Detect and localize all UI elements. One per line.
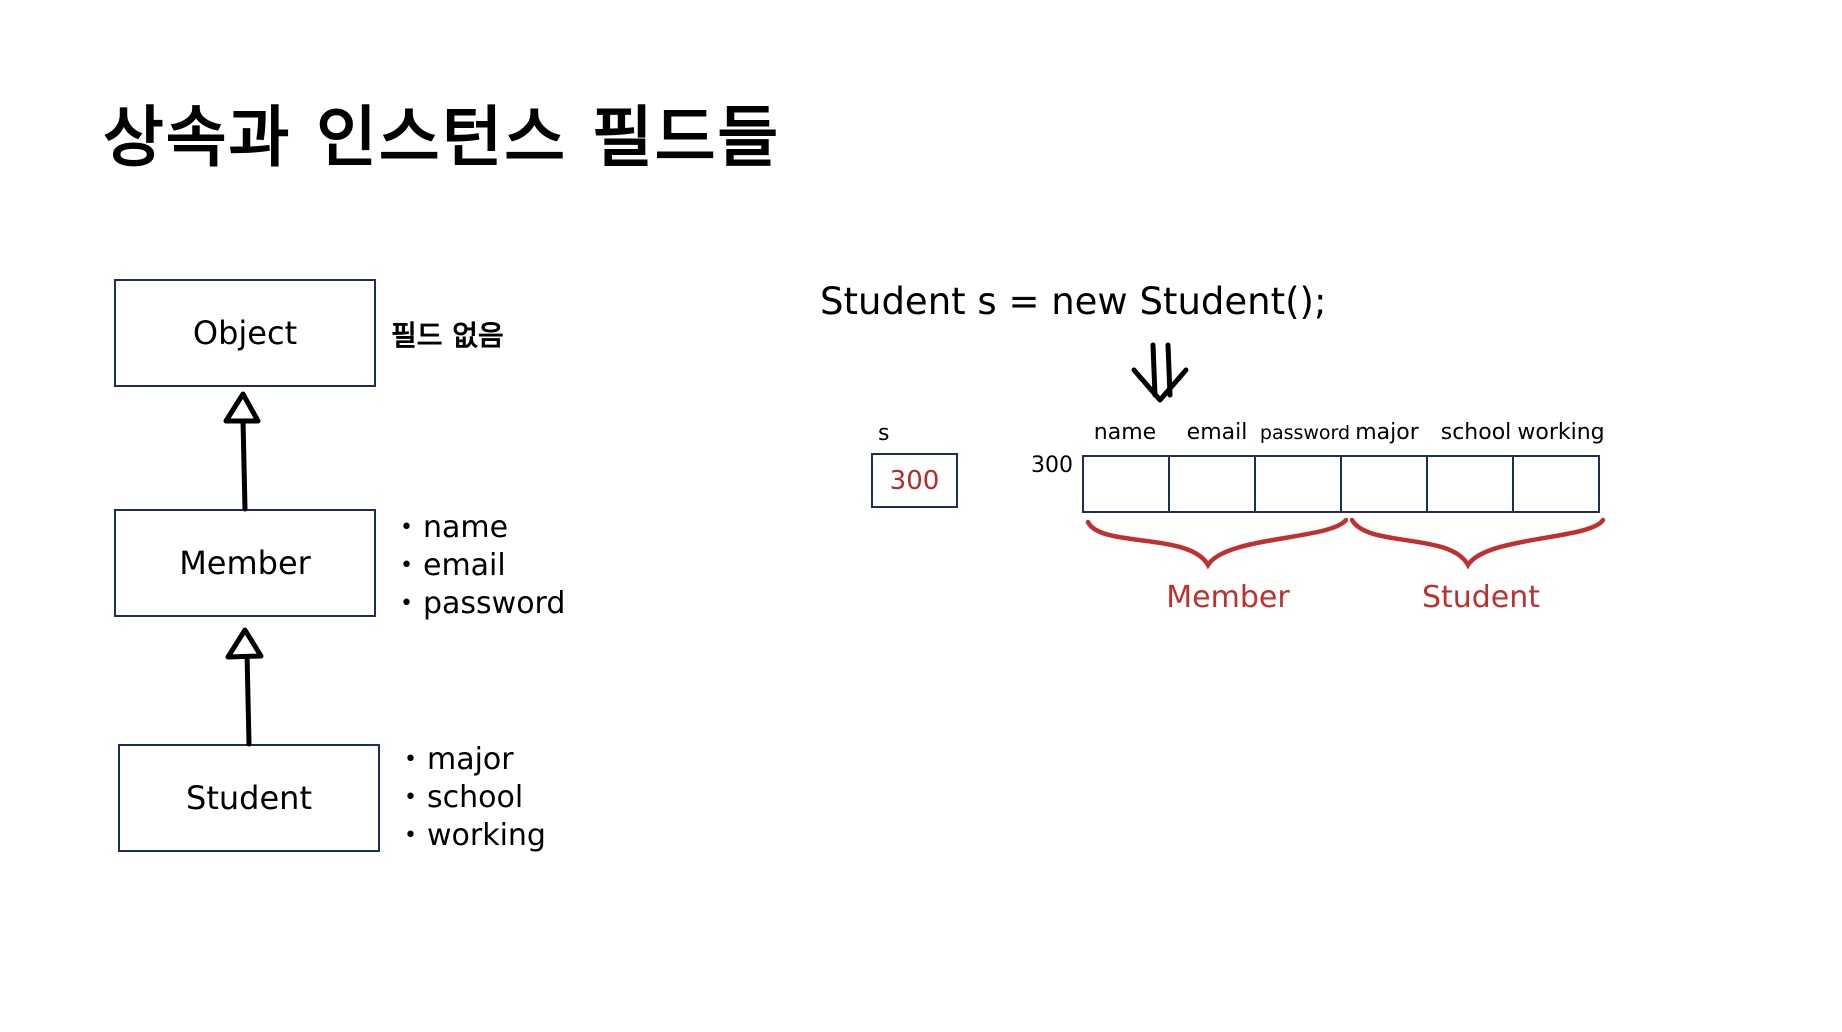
group-label-member: Member — [1166, 580, 1290, 615]
variable-label: s — [878, 421, 890, 446]
field-item: •email — [400, 548, 506, 583]
student-field-list: •major •school •working — [404, 741, 546, 855]
memory-cell-name — [1084, 457, 1170, 511]
class-name-student: Student — [186, 779, 312, 817]
code-line: Student s = new Student(); — [820, 280, 1327, 323]
field-item: •major — [404, 742, 514, 777]
heap-memory-block — [1082, 455, 1600, 513]
inheritance-arrowhead-icon — [225, 627, 264, 660]
brace-member — [1085, 517, 1349, 570]
class-name-member: Member — [179, 544, 311, 582]
memory-cell-major — [1342, 457, 1428, 511]
variable-value: 300 — [889, 465, 940, 496]
inheritance-arrowhead-icon — [223, 391, 261, 424]
column-label-name: name — [1093, 420, 1157, 445]
field-item: •name — [400, 510, 509, 545]
class-name-object: Object — [192, 314, 298, 352]
brace-student — [1349, 517, 1606, 570]
double-down-arrow-icon — [1131, 342, 1189, 403]
field-item: •school — [404, 780, 524, 815]
column-label-working: working — [1517, 420, 1605, 445]
field-item: •password — [400, 586, 566, 621]
memory-cell-password — [1256, 457, 1342, 511]
member-field-list: •name •email •password — [400, 509, 565, 623]
variable-box: 300 — [871, 453, 958, 508]
memory-cell-school — [1428, 457, 1514, 511]
field-item: •working — [404, 818, 546, 853]
column-label-email: email — [1186, 420, 1248, 445]
object-no-fields-note: 필드 없음 — [391, 319, 504, 352]
column-label-major: major — [1355, 420, 1419, 445]
class-box-object: Object — [114, 279, 376, 387]
memory-cell-email — [1170, 457, 1256, 511]
column-label-password: password — [1259, 422, 1351, 444]
inheritance-line-member-object — [240, 417, 248, 512]
column-label-school: school — [1440, 420, 1512, 445]
group-label-student: Student — [1421, 580, 1541, 615]
page-title: 상속과 인스턴스 필드들 — [103, 99, 781, 176]
heap-address: 300 — [1031, 453, 1073, 478]
inheritance-line-student-member — [244, 650, 252, 747]
